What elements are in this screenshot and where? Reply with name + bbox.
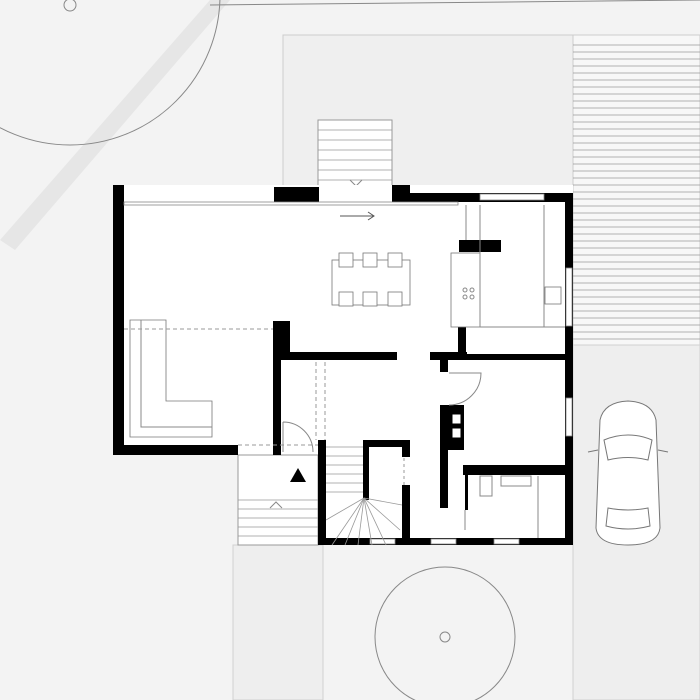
stair-winder	[363, 497, 403, 506]
stair-winder	[363, 497, 401, 531]
utility-room-fixtures	[464, 475, 539, 538]
driveway-decking	[572, 34, 700, 346]
tree-trunk-topleft	[63, 0, 77, 12]
entrance-triangle-icon	[290, 468, 306, 482]
stair-winder	[363, 497, 387, 546]
stair-winder	[344, 497, 365, 546]
path-strip	[0, 0, 230, 250]
sofa	[129, 319, 213, 438]
garden-strip	[232, 544, 324, 700]
room-door	[448, 372, 482, 406]
car-icon	[587, 400, 669, 546]
stair-winder	[357, 497, 365, 546]
site-boundary-line	[209, 0, 700, 6]
kitchen-island	[450, 205, 565, 328]
terrace-steps	[317, 119, 393, 191]
entry-door	[282, 421, 314, 453]
tree-icon	[374, 566, 516, 700]
stair-winder	[325, 497, 365, 521]
entry-steps	[237, 454, 319, 546]
windows	[123, 193, 573, 545]
appliance-niches	[451, 413, 462, 439]
stair	[325, 446, 403, 546]
stove-icon	[462, 287, 475, 300]
dining-table	[331, 252, 411, 307]
stair-winder	[363, 497, 373, 546]
tree-canopy-topleft	[0, 0, 221, 146]
kitchen-sink	[544, 286, 562, 305]
stair-winder	[331, 497, 365, 546]
